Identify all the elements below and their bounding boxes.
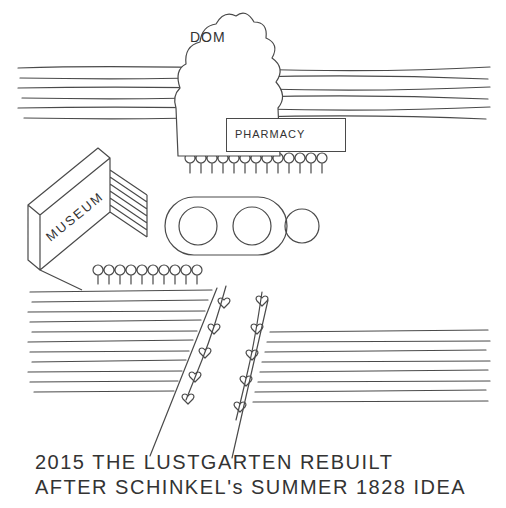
fountain-basin <box>233 207 271 245</box>
node-label: PHARMACY <box>235 129 305 140</box>
museum-building-shape <box>22 140 157 290</box>
heart-leaf <box>182 298 230 404</box>
pharmacy-box: PHARMACY <box>226 118 346 152</box>
vine <box>186 286 262 420</box>
museum-building: MUSEUM <box>22 140 157 290</box>
tree-row <box>93 265 202 284</box>
node-label: MUSEUM <box>44 189 106 243</box>
fountain-basin <box>285 209 319 243</box>
basin-frame <box>165 197 287 255</box>
fountain-basin <box>179 207 217 245</box>
lawn-hatching <box>253 330 490 402</box>
museum-building-line <box>28 148 147 290</box>
lawn-hatching <box>28 290 212 392</box>
caption: 2015 THE LUSTGARTEN REBUILT AFTER SCHINK… <box>35 450 471 500</box>
node-label: DOM <box>190 30 226 44</box>
heart-leaf <box>234 296 268 412</box>
path-edge <box>150 288 268 458</box>
